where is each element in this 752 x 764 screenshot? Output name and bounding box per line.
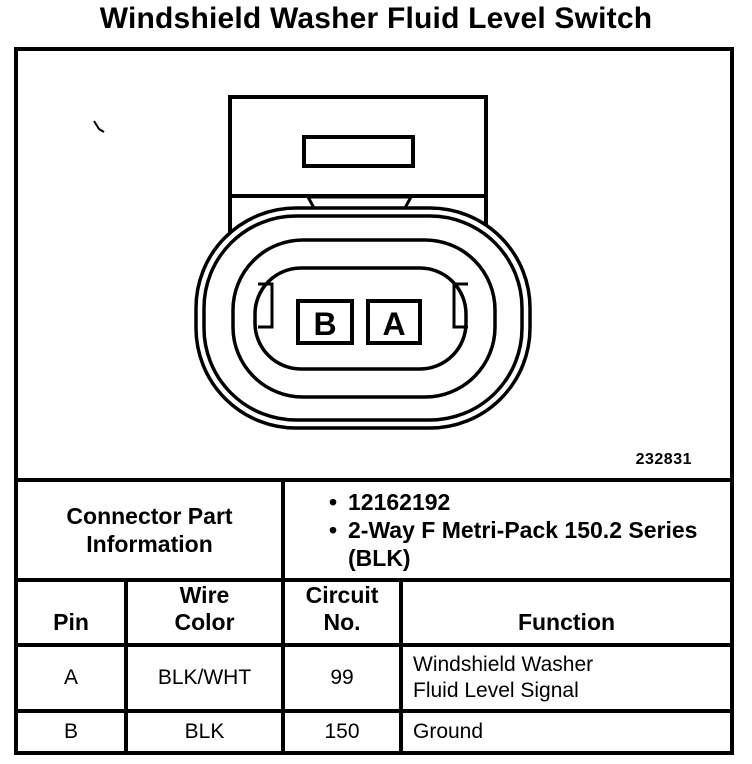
connector-seal-ring — [231, 238, 497, 399]
table-row-pin-a: A BLK/WHT 99 Windshield Washer Fluid Lev… — [18, 647, 730, 713]
cell-wire-color: BLK/WHT — [128, 647, 285, 709]
cell-pin: B — [18, 713, 128, 751]
connector-cavity — [253, 266, 468, 371]
table-row-pin-b: B BLK 150 Ground — [18, 713, 730, 751]
terminal-box-b — [296, 299, 354, 345]
connector-part-info-label: Connector Part Information — [18, 482, 285, 578]
header-pin: Pin — [18, 582, 128, 643]
connector-drawing: B A — [93, 95, 532, 430]
connector-face-rim-inner-line — [202, 214, 524, 422]
cell-pin: A — [18, 647, 128, 709]
connector-part-info-row: Connector Part Information 12162192 2-Wa… — [18, 482, 730, 582]
cell-circuit-no: 99 — [285, 647, 403, 709]
part-number-item: 12162192 — [285, 488, 730, 516]
connector-diagram-cell: B A 232831 — [18, 51, 730, 482]
header-wire-color: Wire Color — [128, 582, 285, 643]
scan-artifact-mark — [93, 120, 105, 133]
lock-tab-slot — [302, 135, 415, 168]
figure-frame: B A 232831 Connector Part Information 12… — [14, 47, 734, 755]
pin-label-a: A — [382, 306, 405, 342]
terminal-box-a — [366, 299, 422, 345]
header-circuit-no: Circuit No. — [285, 582, 403, 643]
connector-face-outer-rim — [194, 206, 532, 430]
cell-circuit-no: 150 — [285, 713, 403, 751]
cell-wire-color: BLK — [128, 713, 285, 751]
figure-number: 232831 — [635, 451, 692, 468]
pinout-table-header: Pin Wire Color Circuit No. Function — [18, 582, 730, 647]
pin-label-b: B — [313, 306, 336, 342]
page-title: Windshield Washer Fluid Level Switch — [99, 2, 653, 35]
header-function: Function — [517, 609, 616, 635]
cell-function: Windshield Washer Fluid Level Signal — [413, 653, 594, 702]
connector-part-info-values: 12162192 2-Way F Metri-Pack 150.2 Series… — [285, 482, 730, 578]
cell-function: Ground — [413, 720, 484, 743]
keying-notch-left — [258, 282, 274, 329]
connector-series-item: 2-Way F Metri-Pack 150.2 Series (BLK) — [285, 516, 730, 572]
keying-notch-right — [452, 282, 468, 329]
